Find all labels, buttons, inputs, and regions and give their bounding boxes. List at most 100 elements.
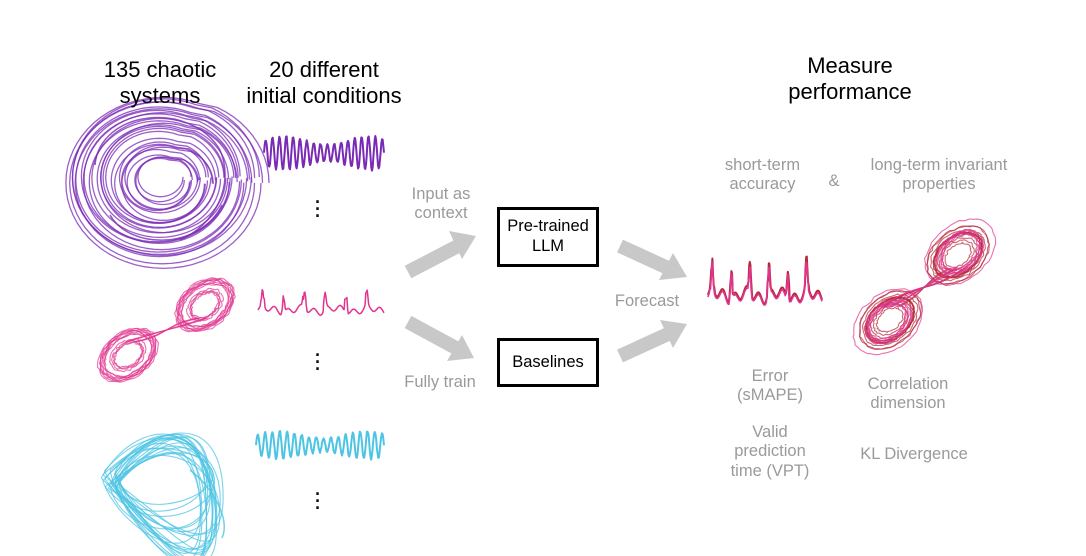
purple-attractor-ring: [69, 101, 264, 265]
cyan-series-line: [255, 430, 385, 461]
purple-attractor-ring: [121, 146, 214, 221]
forecast-attractor-loop: [936, 229, 984, 275]
header-initial-conditions-line1: 20 different: [269, 57, 379, 82]
forecast-attractor-loop: [875, 306, 904, 334]
forecast-attractor-loop: [858, 290, 922, 350]
pink-time-series: [257, 288, 385, 316]
purple-attractor-ring: [91, 117, 237, 239]
purple-attractor: [65, 96, 270, 270]
label-kl-divergence: KL Divergence: [860, 445, 968, 463]
forecast-attractor-loop: [923, 218, 997, 287]
label-error-smape: Error (sMAPE): [725, 367, 815, 406]
forecast-attractor-loop: [938, 237, 978, 274]
purple-attractor-ring: [88, 120, 238, 245]
label-short-term-line2: accuracy: [729, 175, 796, 194]
pink-series-line: [257, 288, 385, 316]
label-correlation-line1: Correlation: [867, 375, 949, 393]
purple-attractor-tail: [94, 116, 226, 241]
label-long-term-line2: properties: [902, 175, 976, 194]
label-vpt-line3: time (VPT): [730, 461, 810, 480]
pink-attractor-loop: [112, 340, 144, 370]
cyan-attractor-loop: [102, 448, 201, 544]
header-chaotic-systems-line2: systems: [119, 82, 201, 108]
forecast-attractor-loop: [852, 288, 924, 356]
label-error-line2: (sMAPE): [737, 386, 803, 405]
arrow-to-baselines: [404, 315, 474, 361]
forecast-attractor-loop: [863, 300, 912, 345]
purple-attractor-ring: [134, 157, 193, 203]
forecast-attractor-loop: [944, 241, 973, 269]
llm-box-line2: LLM: [531, 237, 565, 255]
purple-attractor-ring: [65, 96, 270, 270]
label-correlation-line2: dimension: [870, 394, 946, 413]
label-ampersand: &: [828, 172, 840, 190]
forecast-attractor-loop: [941, 233, 980, 270]
purple-attractor-ring: [105, 130, 220, 225]
pink-attractor-loop: [100, 330, 156, 379]
cyan-attractor-tail: [189, 469, 225, 539]
pink-attractor: [96, 277, 236, 383]
label-long-term-invariant: long-term invariant properties: [856, 156, 1022, 195]
llm-box-line1: Pre-trained: [507, 217, 589, 236]
pink-attractor-loop: [127, 317, 206, 343]
ellipsis-1: ···: [315, 192, 321, 226]
pink-attractor-loop: [99, 327, 157, 382]
baselines-box: Baselines: [497, 338, 599, 387]
cyan-attractor: [100, 432, 225, 556]
purple-time-series: [263, 135, 385, 172]
label-vpt-line1: Valid: [752, 423, 788, 441]
pink-attractor-loop: [185, 287, 224, 322]
cyan-attractor-loop: [107, 435, 214, 551]
purple-attractor-ring: [80, 109, 241, 244]
pink-attractor-loop: [109, 337, 147, 373]
forecast-attractor-loop: [925, 225, 990, 286]
forecast-time-series: [707, 255, 823, 306]
arrow-to-llm: [404, 231, 476, 279]
forecast-attractor: [852, 218, 997, 356]
pink-attractor-loop: [189, 290, 221, 320]
label-vpt-line2: prediction: [734, 442, 806, 461]
cyan-attractor-loop: [112, 451, 208, 556]
arrow-llm-to-forecast: [617, 239, 687, 280]
label-input-line1: Input as: [411, 185, 471, 203]
pink-attractor-loop: [99, 328, 157, 382]
purple-attractor-ring: [110, 137, 217, 224]
cyan-time-series: [255, 430, 385, 461]
purple-attractor-ring: [124, 144, 207, 210]
header-measure-line2: performance: [788, 78, 912, 104]
purple-attractor-ring: [96, 124, 230, 234]
baselines-box-label: Baselines: [512, 352, 584, 371]
purple-attractor-ring: [71, 98, 260, 257]
ellipsis-3: ···: [315, 484, 321, 518]
label-valid-prediction-time: Valid prediction time (VPT): [720, 423, 820, 481]
label-error-line1: Error: [751, 367, 789, 385]
header-chaotic-systems-line1: 135 chaotic: [103, 57, 217, 82]
forecast-attractor-loop: [885, 266, 963, 308]
label-short-term-accuracy: short-term accuracy: [705, 156, 820, 195]
label-input-as-context: Input as context: [396, 185, 486, 224]
label-forecast: Forecast: [614, 292, 680, 310]
header-initial-conditions-line2: initial conditions: [246, 82, 402, 108]
cyan-attractor-loop: [118, 445, 216, 550]
forecast-series-line: [707, 261, 823, 306]
label-short-term-line1: short-term: [724, 156, 801, 174]
purple-series-line: [263, 135, 385, 172]
arrow-baselines-to-forecast: [617, 320, 687, 363]
pretrained-llm-box: Pre-trained LLM: [497, 207, 599, 267]
ellipsis-2: ···: [315, 345, 321, 379]
cyan-attractor-loop: [118, 436, 209, 529]
purple-attractor-ring: [118, 141, 209, 214]
pink-attractor-loop: [174, 277, 236, 333]
purple-attractor-ring: [82, 112, 249, 251]
cyan-attractor-loop: [114, 442, 218, 554]
forecast-attractor-loop: [861, 293, 919, 347]
cyan-attractor-loop: [114, 455, 221, 542]
label-fully-train: Fully train: [404, 373, 476, 391]
label-long-term-line1: long-term invariant: [870, 156, 1008, 174]
header-measure-line1: Measure: [807, 53, 893, 78]
pink-attractor-loop: [96, 327, 159, 383]
pink-attractor-loop: [103, 333, 153, 378]
purple-attractor-tail: [109, 204, 223, 241]
